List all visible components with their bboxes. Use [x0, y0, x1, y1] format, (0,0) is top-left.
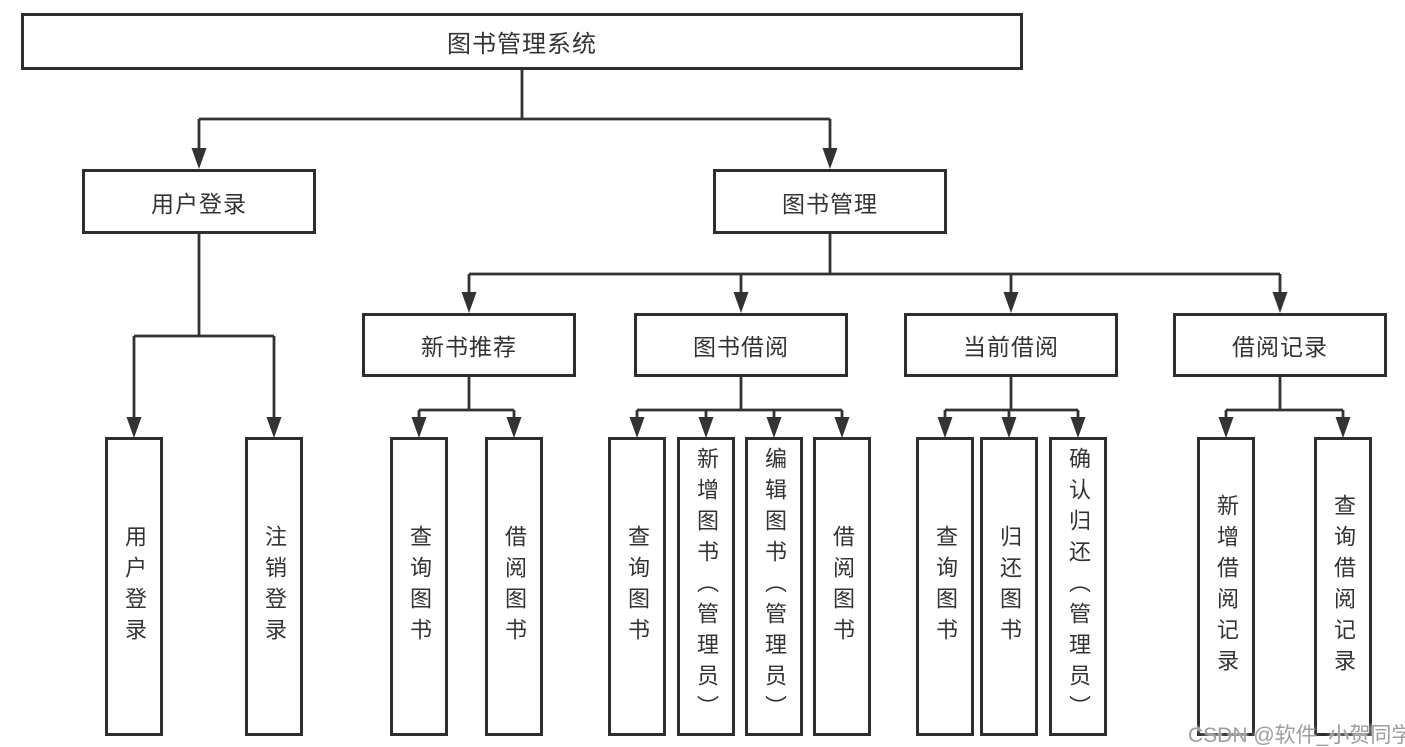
- node-book-borrowing: 图书借阅: [634, 313, 848, 377]
- node-book-management-label: 图书管理: [782, 190, 878, 217]
- leaf-edit-book-admin: 编辑图书（管理员）: [745, 437, 803, 736]
- node-current-borrowing-label: 当前借阅: [963, 334, 1059, 360]
- leaf-confirm-return-admin: 确认归还（管理员）: [1049, 437, 1107, 736]
- node-new-book-recommendation: 新书推荐: [362, 313, 576, 377]
- arrowheads: [126, 148, 1351, 438]
- node-book-management: 图书管理: [713, 169, 947, 234]
- node-user-login: 用户登录: [82, 169, 316, 234]
- node-user-login-label: 用户登录: [151, 190, 247, 217]
- csdn-watermark: CSDN @软件_小贺同学: [1188, 724, 1405, 747]
- leaf-query-books-recommend: 查询图书: [390, 437, 448, 736]
- node-new-book-recommendation-label: 新书推荐: [421, 334, 517, 360]
- leaf-user-login: 用户登录: [105, 437, 163, 736]
- leaf-add-book-admin: 新增图书（管理员）: [677, 437, 735, 736]
- node-current-borrowing: 当前借阅: [904, 313, 1118, 377]
- leaf-query-borrow-record: 查询借阅记录: [1314, 437, 1372, 736]
- leaf-logout: 注销登录: [245, 437, 303, 736]
- node-borrowing-records-label: 借阅记录: [1232, 334, 1328, 360]
- leaf-add-borrow-record: 新增借阅记录: [1197, 437, 1255, 736]
- leaf-borrow-books-borrowing: 借阅图书: [813, 437, 871, 736]
- leaf-return-books: 归还图书: [980, 437, 1038, 736]
- node-borrowing-records: 借阅记录: [1173, 313, 1387, 377]
- connector-lines: [132, 70, 1345, 421]
- node-book-borrowing-label: 图书借阅: [693, 334, 789, 360]
- leaf-query-books-borrowing: 查询图书: [608, 437, 666, 736]
- leaf-query-books-current: 查询图书: [916, 437, 974, 736]
- node-library-management-system-label: 图书管理系统: [447, 31, 597, 58]
- node-library-management-system: 图书管理系统: [21, 13, 1023, 70]
- leaf-borrow-books-recommend: 借阅图书: [485, 437, 543, 736]
